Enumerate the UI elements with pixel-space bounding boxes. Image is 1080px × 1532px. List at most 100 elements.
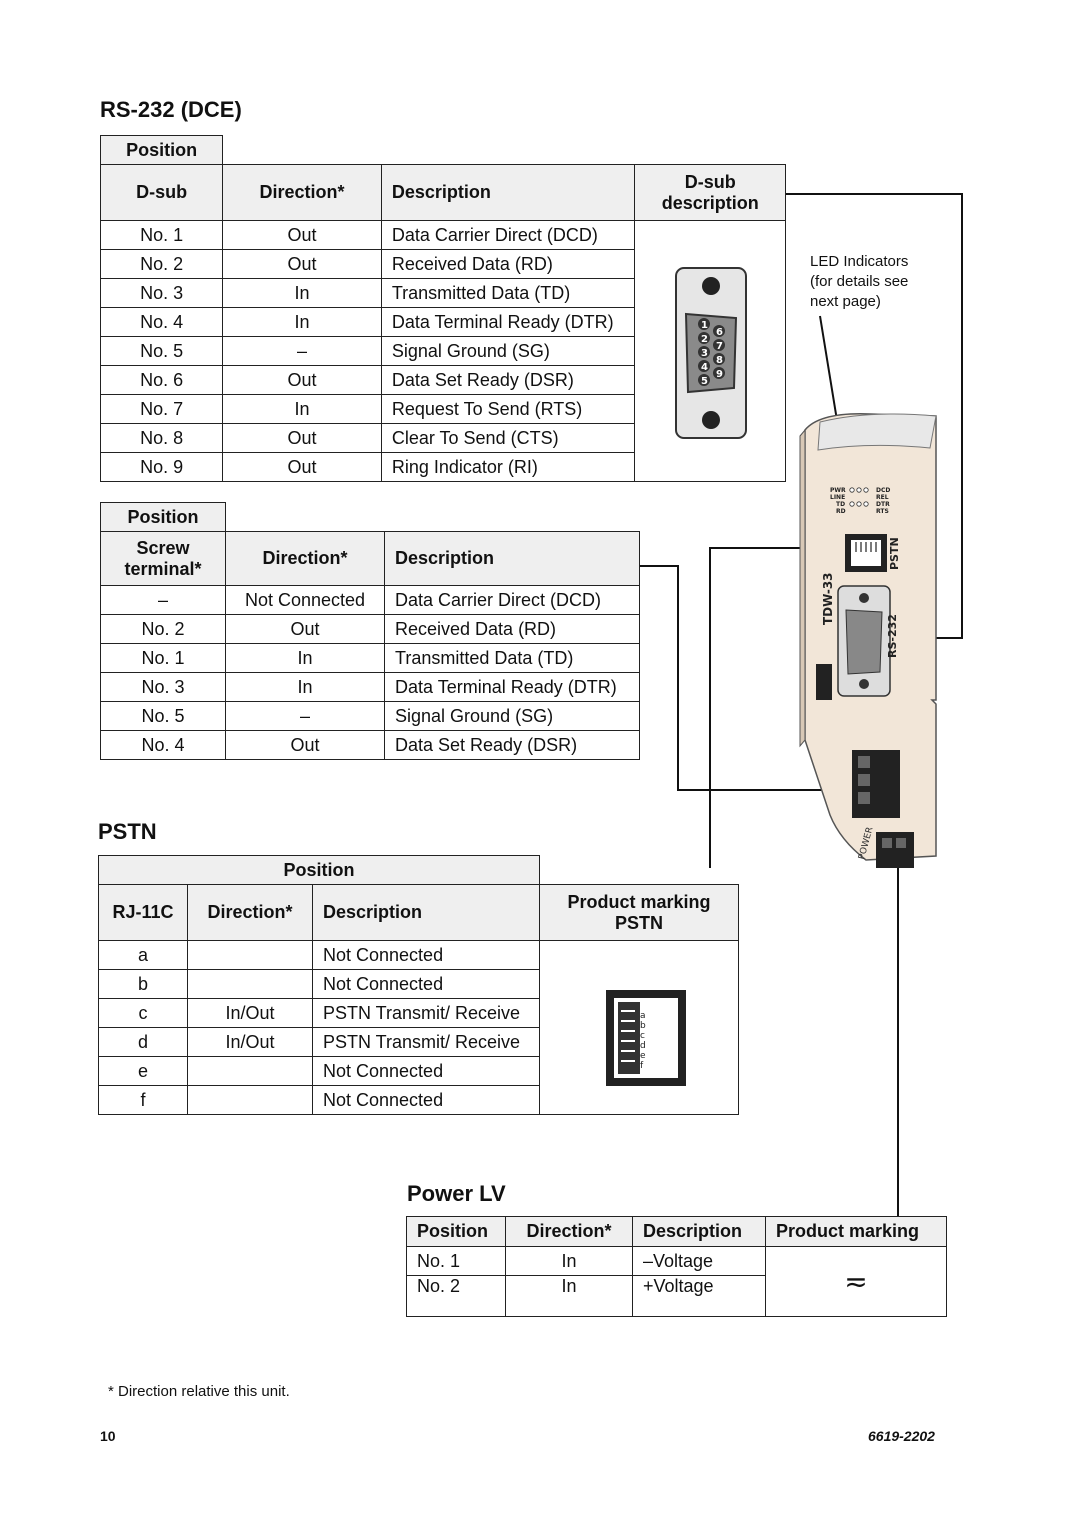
pstn-description-header: Description [312, 884, 540, 941]
table-cell: –Voltage [632, 1246, 766, 1276]
table-cell: No. 4 [99, 307, 224, 337]
table-cell: No. 2 [99, 249, 224, 279]
dsub-pin-label: 5 [701, 376, 708, 387]
table-cell: a [98, 940, 188, 970]
table-cell: In/Out [187, 998, 313, 1028]
table-cell: Out [222, 249, 382, 279]
jack-pin-label: a [640, 1011, 646, 1021]
table-cell: Out [222, 452, 382, 482]
table-cell: Transmitted Data (TD) [384, 643, 640, 673]
table-cell: In [225, 643, 385, 673]
rs232-direction-header: Direction* [222, 164, 382, 221]
dsub-pin-label: 4 [701, 362, 708, 373]
rs232-title: RS-232 (DCE) [100, 97, 242, 122]
pstn-title: PSTN [98, 819, 157, 844]
rs232-table: Position D-sub Direction* Description D-… [99, 135, 786, 482]
dsub-pin-label: 9 [716, 369, 723, 380]
document-number: 6619-2202 [868, 1428, 935, 1444]
power-connector-line [897, 868, 899, 1216]
rj11-jack-icon: a b c d e f [606, 990, 686, 1086]
power-direction-header: Direction* [505, 1216, 633, 1247]
led-label: DCD [876, 487, 890, 494]
table-cell: Out [222, 423, 382, 453]
table-cell: In [222, 278, 382, 308]
table-cell: Request To Send (RTS) [380, 394, 636, 424]
dsub-pin-label: 2 [701, 334, 708, 345]
led-label: RTS [876, 508, 889, 515]
table-cell: Received Data (RD) [380, 249, 636, 279]
table-cell: Not Connected [312, 1056, 540, 1086]
power-marking-header: Product marking [765, 1216, 947, 1247]
table-cell: Data Carrier Direct (DCD) [384, 585, 640, 615]
table-cell: No. 1 [406, 1246, 506, 1276]
pstn-table: Position RJ-11C Direction* Description P… [98, 855, 739, 1115]
table-cell: Ring Indicator (RI) [380, 452, 636, 482]
table-cell: f [98, 1085, 188, 1115]
jack-pin-label: e [640, 1051, 646, 1061]
led-note-line: (for details see [810, 273, 909, 290]
table-cell: In [505, 1246, 633, 1276]
power-description-header: Description [632, 1216, 766, 1247]
table-cell: In [225, 672, 385, 702]
footnote: * Direction relative this unit. [108, 1383, 290, 1400]
table-cell: In [505, 1275, 633, 1317]
table-cell: PSTN Transmit/ Receive [312, 1027, 540, 1057]
table-cell: No. 1 [99, 220, 224, 250]
jack-pin-label: d [640, 1041, 646, 1051]
screw-direction-header: Direction* [225, 531, 385, 586]
led-label: DTR [876, 501, 890, 508]
table-cell [187, 1085, 313, 1115]
table-cell: c [98, 998, 188, 1028]
screw-position-header: Position [100, 502, 226, 532]
table-cell: Not Connected [312, 940, 540, 970]
table-cell [187, 940, 313, 970]
rs232-position-header: Position [99, 135, 224, 165]
table-cell: Transmitted Data (TD) [380, 278, 636, 308]
dsub-pin-label: 7 [716, 341, 723, 352]
pstn-marking-header: Product marking PSTN [539, 884, 739, 941]
table-cell: No. 4 [100, 730, 226, 760]
table-cell: – [100, 585, 226, 615]
pstn-rj11-header: RJ-11C [98, 884, 188, 941]
table-cell: No. 6 [99, 365, 224, 395]
screw-terminal-table: Position Screw terminal* Direction* Desc… [100, 502, 640, 760]
table-cell [187, 1056, 313, 1086]
table-cell: – [225, 701, 385, 731]
dsub-pin-label: 8 [716, 355, 723, 366]
dsub-pin-label: 1 [701, 320, 708, 331]
device-model-label: TDW-33 [821, 572, 835, 625]
device-rs232-label: RS-232 [886, 614, 899, 658]
table-cell: No. 2 [100, 614, 226, 644]
power-position-header: Position [406, 1216, 506, 1247]
pstn-direction-header: Direction* [187, 884, 313, 941]
screw-description-header: Description [384, 531, 640, 586]
table-cell: d [98, 1027, 188, 1057]
table-cell: In/Out [187, 1027, 313, 1057]
table-cell: e [98, 1056, 188, 1086]
ac-dc-symbol: ≂ [765, 1246, 947, 1317]
table-cell: b [98, 969, 188, 999]
dsub-pin-label: 3 [701, 348, 708, 359]
table-cell: In [222, 394, 382, 424]
dsub-pin-label: 6 [716, 327, 723, 338]
dsub-connector-icon: 1 2 3 4 5 6 7 8 9 [675, 267, 747, 439]
pstn-marking-label: Product marking [567, 891, 711, 912]
tdw33-device-illustration: PWR LINE TD RD DCD REL DTR RTS PSTN TDW-… [640, 193, 963, 868]
table-cell: No. 8 [99, 423, 224, 453]
table-cell: No. 3 [99, 278, 224, 308]
led-label: REL [876, 494, 889, 501]
table-cell: Data Carrier Direct (DCD) [380, 220, 636, 250]
table-cell: +Voltage [632, 1275, 766, 1317]
table-cell: PSTN Transmit/ Receive [312, 998, 540, 1028]
pstn-position-header: Position [98, 855, 540, 885]
rs232-description-header: Description [380, 164, 636, 221]
jack-pin-label: c [640, 1031, 645, 1041]
table-cell: Data Set Ready (DSR) [384, 730, 640, 760]
table-cell: Not Connected [225, 585, 385, 615]
led-label: PWR [830, 487, 846, 494]
table-cell: No. 1 [100, 643, 226, 673]
table-cell: In [222, 307, 382, 337]
table-cell: No. 9 [99, 452, 224, 482]
led-label: TD [836, 501, 845, 508]
table-cell: Signal Ground (SG) [380, 336, 636, 366]
